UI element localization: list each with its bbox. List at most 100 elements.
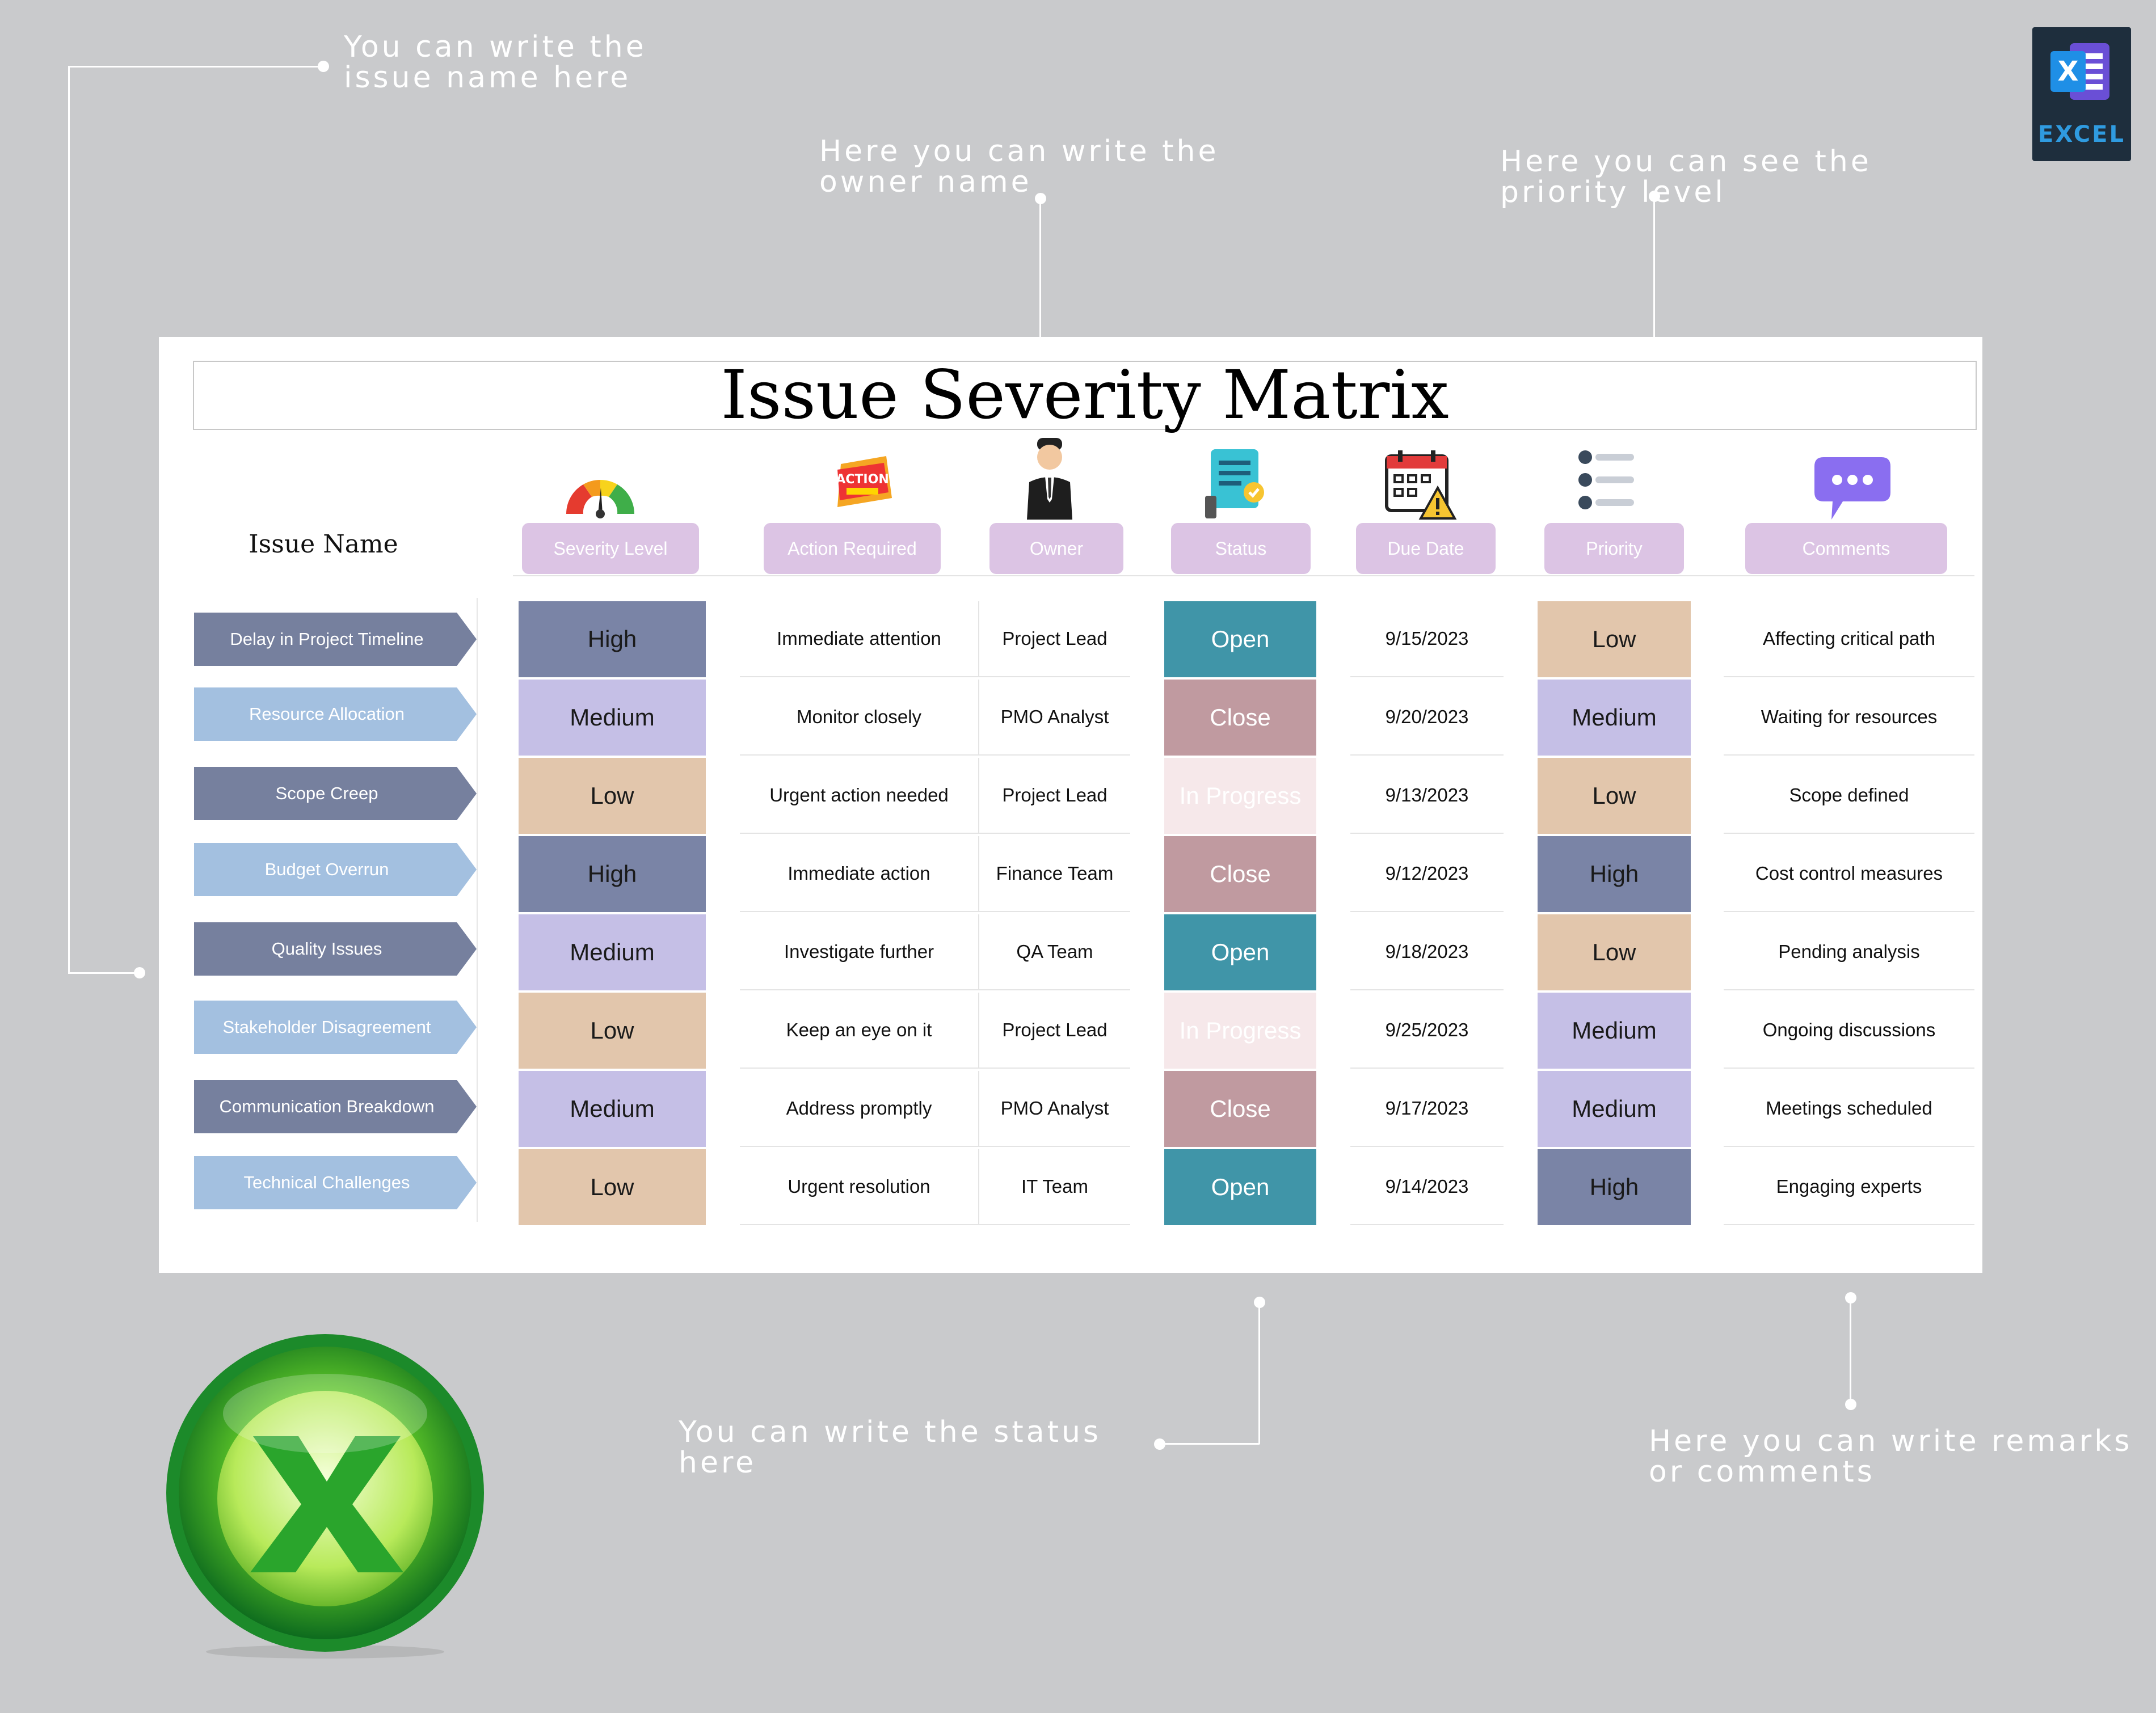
due-date-cell[interactable]: 9/15/2023	[1350, 601, 1504, 677]
comment-cell[interactable]: Affecting critical path	[1724, 601, 1974, 677]
annotation-issue-name: You can write the issue name here	[344, 30, 647, 95]
comment-cell[interactable]: Scope defined	[1724, 758, 1974, 834]
issue-name-cell[interactable]: Budget Overrun	[194, 843, 477, 896]
callout-dot	[1845, 1399, 1856, 1410]
action-cell[interactable]: Immediate action	[740, 836, 978, 912]
comment-cell[interactable]: Meetings scheduled	[1724, 1071, 1974, 1147]
priority-cell[interactable]: Medium	[1538, 1071, 1691, 1147]
gauge-icon	[566, 479, 634, 518]
action-cell[interactable]: Urgent resolution	[740, 1149, 978, 1225]
priority-cell[interactable]: Medium	[1538, 993, 1691, 1069]
issue-name-cell[interactable]: Stakeholder Disagreement	[194, 1001, 477, 1054]
priority-cell[interactable]: High	[1538, 1149, 1691, 1225]
callout-line	[1258, 1302, 1260, 1444]
svg-text:X: X	[2057, 56, 2078, 87]
severity-cell[interactable]: Low	[519, 993, 706, 1069]
due-date-cell[interactable]: 9/17/2023	[1350, 1071, 1504, 1147]
action-cell[interactable]: Investigate further	[740, 914, 978, 990]
callout-line	[1850, 1298, 1851, 1403]
header-severity-level: Severity Level	[522, 523, 699, 574]
header-priority: Priority	[1544, 523, 1684, 574]
callout-line	[68, 972, 136, 974]
comment-cell[interactable]: Cost control measures	[1724, 836, 1974, 912]
page-title: Issue Severity Matrix	[193, 361, 1977, 430]
priority-cell[interactable]: Low	[1538, 914, 1691, 990]
svg-text:ACTION: ACTION	[836, 472, 888, 487]
priority-cell[interactable]: Low	[1538, 758, 1691, 834]
annotation-status: You can write the status here	[679, 1415, 1102, 1480]
status-cell[interactable]: Close	[1164, 680, 1316, 756]
header-due-date: Due Date	[1356, 523, 1496, 574]
header-status: Status	[1171, 523, 1311, 574]
comment-cell[interactable]: Engaging experts	[1724, 1149, 1974, 1225]
annotation-owner: Here you can write the owner name	[819, 134, 1219, 199]
annotation-priority: Here you can see the priority level	[1500, 145, 1872, 209]
owner-cell[interactable]: Project Lead	[978, 758, 1130, 834]
status-cell[interactable]: Close	[1164, 1071, 1316, 1147]
issue-name-cell[interactable]: Scope Creep	[194, 767, 477, 820]
due-date-cell[interactable]: 9/25/2023	[1350, 993, 1504, 1069]
callout-line	[68, 66, 323, 67]
callout-dot	[134, 967, 145, 978]
callout-line	[1653, 196, 1655, 337]
callout-dot	[1154, 1438, 1165, 1450]
severity-cell[interactable]: Medium	[519, 914, 706, 990]
header-action-required: Action Required	[764, 523, 941, 574]
due-date-cell[interactable]: 9/20/2023	[1350, 680, 1504, 756]
issue-name-cell[interactable]: Quality Issues	[194, 922, 477, 976]
severity-cell[interactable]: Low	[519, 758, 706, 834]
issue-name-cell[interactable]: Communication Breakdown	[194, 1080, 477, 1133]
list-icon	[1578, 450, 1634, 509]
callout-line	[1163, 1443, 1260, 1445]
severity-cell[interactable]: Medium	[519, 1071, 706, 1147]
excel-badge: X EXCEL	[2032, 27, 2131, 161]
status-cell[interactable]: Open	[1164, 601, 1316, 677]
status-cell[interactable]: In Progress	[1164, 758, 1316, 834]
priority-cell[interactable]: High	[1538, 836, 1691, 912]
action-cell[interactable]: Address promptly	[740, 1071, 978, 1147]
action-cell[interactable]: Keep an eye on it	[740, 993, 978, 1069]
action-cell[interactable]: Immediate attention	[740, 601, 978, 677]
owner-cell[interactable]: PMO Analyst	[978, 1071, 1130, 1147]
owner-cell[interactable]: PMO Analyst	[978, 680, 1130, 756]
owner-cell[interactable]: QA Team	[978, 914, 1130, 990]
severity-cell[interactable]: Low	[519, 1149, 706, 1225]
callout-line	[68, 66, 70, 973]
issue-column-divider	[477, 598, 478, 1222]
calendar-warning-icon	[1385, 450, 1457, 520]
chat-bubble-icon	[1814, 457, 1890, 520]
action-cell[interactable]: Urgent action needed	[740, 758, 978, 834]
annotation-comments: Here you can write remarks or comments	[1649, 1424, 2133, 1489]
header-underline	[513, 575, 1974, 576]
due-date-cell[interactable]: 9/12/2023	[1350, 836, 1504, 912]
severity-cell[interactable]: Medium	[519, 680, 706, 756]
issue-name-header: Issue Name	[249, 530, 398, 559]
due-date-cell[interactable]: 9/18/2023	[1350, 914, 1504, 990]
owner-cell[interactable]: Project Lead	[978, 993, 1130, 1069]
excel-orb-icon	[166, 1334, 484, 1659]
action-required-icon: ACTION	[836, 456, 892, 507]
status-cell[interactable]: In Progress	[1164, 993, 1316, 1069]
status-cell[interactable]: Open	[1164, 1149, 1316, 1225]
businessman-icon	[1027, 438, 1072, 520]
issue-name-cell[interactable]: Delay in Project Timeline	[194, 613, 477, 666]
owner-cell[interactable]: Project Lead	[978, 601, 1130, 677]
comment-cell[interactable]: Waiting for resources	[1724, 680, 1974, 756]
status-cell[interactable]: Open	[1164, 914, 1316, 990]
due-date-cell[interactable]: 9/14/2023	[1350, 1149, 1504, 1225]
severity-cell[interactable]: High	[519, 836, 706, 912]
header-owner: Owner	[989, 523, 1123, 574]
issue-name-cell[interactable]: Technical Challenges	[194, 1156, 477, 1209]
priority-cell[interactable]: Low	[1538, 601, 1691, 677]
action-cell[interactable]: Monitor closely	[740, 680, 978, 756]
severity-cell[interactable]: High	[519, 601, 706, 677]
priority-cell[interactable]: Medium	[1538, 680, 1691, 756]
excel-logo-icon: X	[2050, 43, 2109, 100]
issue-name-cell[interactable]: Resource Allocation	[194, 687, 477, 741]
comment-cell[interactable]: Pending analysis	[1724, 914, 1974, 990]
owner-cell[interactable]: IT Team	[978, 1149, 1130, 1225]
owner-cell[interactable]: Finance Team	[978, 836, 1130, 912]
status-cell[interactable]: Close	[1164, 836, 1316, 912]
due-date-cell[interactable]: 9/13/2023	[1350, 758, 1504, 834]
comment-cell[interactable]: Ongoing discussions	[1724, 993, 1974, 1069]
